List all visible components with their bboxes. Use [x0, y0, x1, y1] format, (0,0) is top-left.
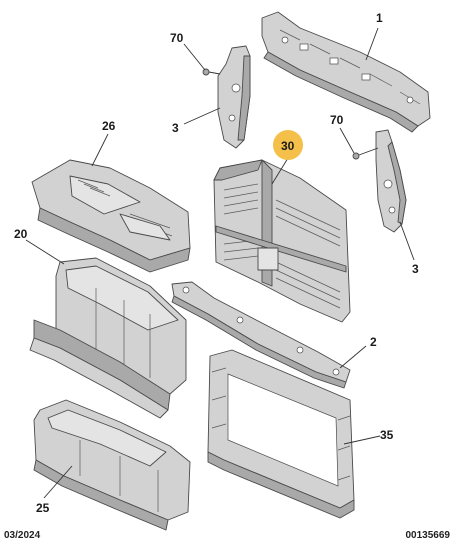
callout-20[interactable]: 20 [14, 227, 28, 241]
part-26-upper-air-guide[interactable] [31, 159, 191, 273]
callout-2[interactable]: 2 [370, 335, 377, 349]
callout-26[interactable]: 26 [102, 119, 116, 133]
part-2-crossmember-bar[interactable] [171, 281, 351, 389]
part-3-right-bracket[interactable] [375, 129, 407, 233]
leader-3a [183, 107, 221, 125]
part-25-lower-deflector[interactable] [33, 399, 191, 531]
footer-date: 03/2024 [4, 530, 41, 541]
leader-30 [271, 157, 289, 185]
leader-35 [343, 435, 381, 445]
part-35-front-frame[interactable] [207, 349, 355, 519]
callout-1[interactable]: 1 [376, 11, 383, 25]
callout-3-right[interactable]: 3 [412, 262, 419, 276]
leader-70b [339, 127, 355, 154]
leader-70a [183, 43, 206, 71]
leader-2 [339, 345, 367, 369]
callout-70-top[interactable]: 70 [170, 31, 184, 45]
leader-26 [91, 133, 109, 167]
callout-70-right[interactable]: 70 [330, 113, 344, 127]
callout-25[interactable]: 25 [36, 501, 50, 515]
leader-20 [25, 239, 65, 265]
callout-30[interactable]: 30 [281, 139, 295, 153]
callout-3-left[interactable]: 3 [172, 121, 179, 135]
callout-30-highlight [273, 130, 303, 160]
part-3-left-bracket[interactable] [217, 45, 251, 149]
part-1-upper-crossmember[interactable] [261, 11, 431, 133]
part-70-screw-b[interactable] [352, 147, 379, 160]
leader-25 [43, 465, 73, 499]
part-20-air-duct[interactable] [29, 257, 187, 419]
leader-3b [399, 221, 415, 261]
leader-lines [25, 27, 415, 499]
footer-reference: 00135669 [405, 530, 451, 541]
callout-35[interactable]: 35 [380, 428, 394, 442]
leader-1 [365, 27, 379, 61]
part-70-screw-a[interactable] [202, 68, 221, 76]
part-30-radiator-shutter[interactable] [213, 159, 351, 323]
